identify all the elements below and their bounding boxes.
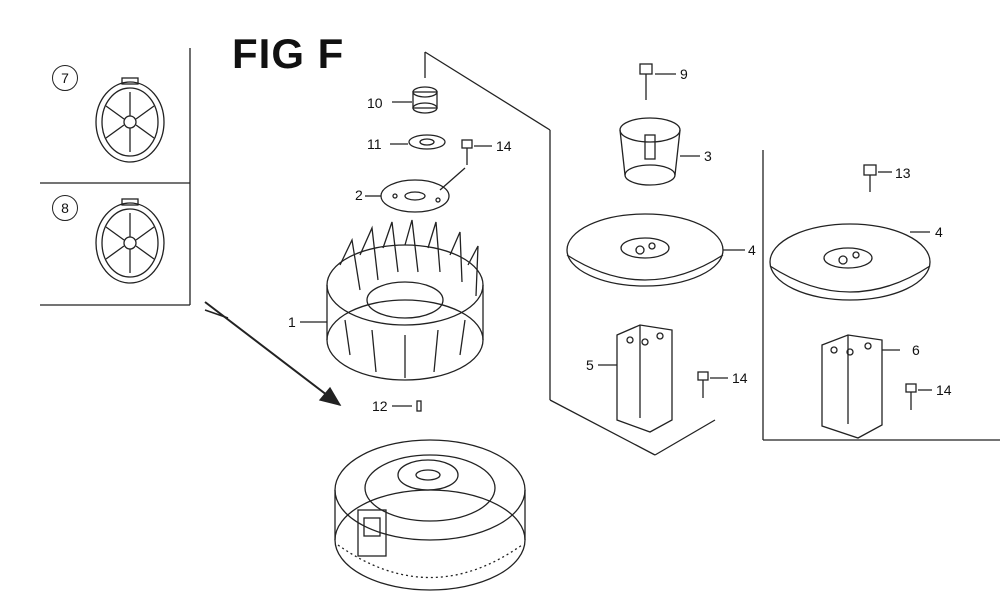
callout-11: 11	[367, 136, 382, 152]
part-1-cooling-fan	[300, 219, 484, 381]
part-6-fan-bracket	[821, 334, 900, 439]
callout-10: 10	[367, 95, 383, 111]
part-13-bolt	[863, 164, 892, 192]
part-3-fan-cover-cup	[619, 117, 700, 186]
callout-13: 13	[895, 165, 911, 181]
part-2-starter-pulley	[365, 167, 466, 213]
callout-4b: 4	[935, 224, 943, 240]
inset-label-7: 7	[52, 65, 78, 91]
part-11-washer	[390, 134, 446, 150]
part-10-nut	[392, 86, 438, 114]
part-14-bolt-c	[905, 383, 932, 410]
exploded-group-outline-b	[762, 150, 1000, 441]
part-14-bolt-a	[461, 139, 492, 165]
callout-3: 3	[704, 148, 712, 164]
part-4-fan-cover-a	[566, 213, 745, 287]
part-12-woodruff-key	[392, 400, 422, 412]
callout-14a: 14	[496, 138, 512, 154]
part-4-fan-cover-b	[769, 223, 931, 301]
callout-14c: 14	[936, 382, 952, 398]
part-5-fan-bracket	[598, 324, 673, 433]
part-7-cooling-fan-variant	[95, 77, 165, 163]
inset-label-8: 8	[52, 195, 78, 221]
callout-9: 9	[680, 66, 688, 82]
callout-5: 5	[586, 357, 594, 373]
reference-arrow	[204, 301, 342, 407]
callout-6: 6	[912, 342, 920, 358]
exploded-group-outline-a	[424, 51, 716, 456]
flywheel	[334, 439, 526, 591]
callout-12: 12	[372, 398, 388, 414]
callout-1: 1	[288, 314, 296, 330]
part-14-bolt-b	[697, 371, 728, 398]
inset-panel	[40, 48, 191, 306]
part-9-bolt	[639, 63, 676, 100]
part-8-cooling-fan-variant	[95, 198, 165, 284]
callout-4a: 4	[748, 242, 756, 258]
figure-title: FIG F	[232, 30, 345, 77]
callout-14b: 14	[732, 370, 748, 386]
callout-2: 2	[355, 187, 363, 203]
